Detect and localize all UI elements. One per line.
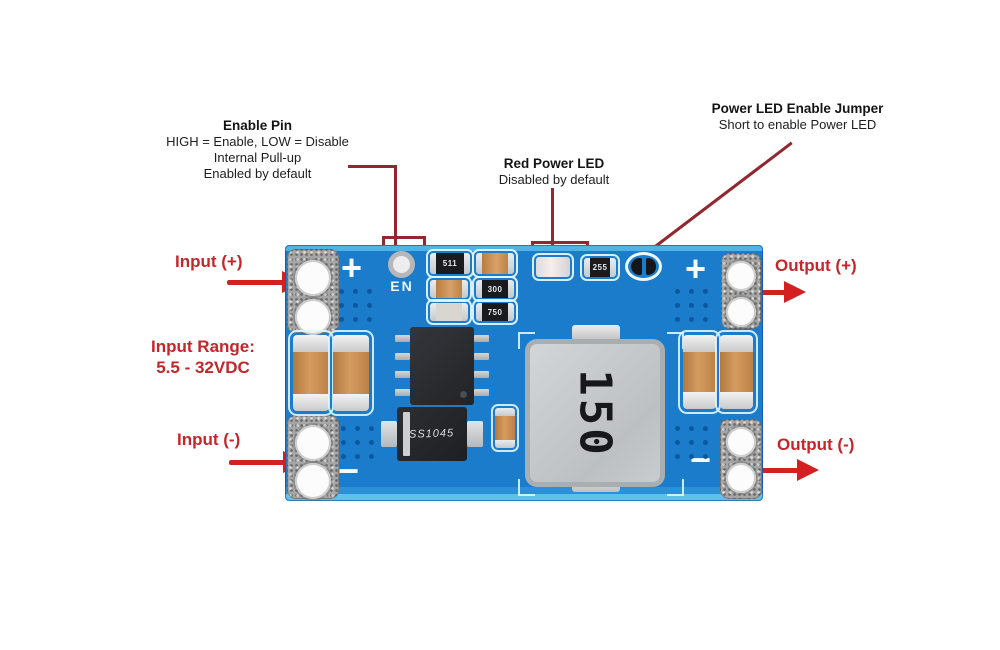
- callout-led-jumper-title: Power LED Enable Jumper: [711, 101, 884, 116]
- input-negative-hole-2: [295, 463, 331, 499]
- capacitor-smd-3: [426, 299, 472, 325]
- resistor-255: 255: [580, 254, 620, 281]
- input-capacitor-2: [328, 330, 374, 416]
- output-positive-hole-2: [726, 297, 756, 327]
- label-input-range-value: 5.5 - 32VDC: [156, 358, 250, 377]
- power-led-connector-line: [551, 188, 554, 260]
- regulator-ic: [395, 327, 489, 405]
- label-output-negative: Output (-): [777, 435, 855, 454]
- input-positive-hole-1: [295, 260, 331, 296]
- jumper-connector-line: [645, 141, 793, 255]
- callout-enable-pin-line3: Enabled by default: [203, 166, 312, 181]
- output-capacitor-2: [715, 330, 758, 414]
- via-cluster-4: [675, 426, 708, 459]
- resistor-255-label: 255: [590, 258, 610, 277]
- input-negative-pads: [287, 415, 339, 499]
- inductor-bracket-tl: [518, 332, 535, 349]
- callout-led-jumper-line1: Short to enable Power LED: [718, 117, 877, 132]
- enable-pin-silkscreen-label: EN: [390, 278, 414, 294]
- callout-enable-pin-line1: HIGH = Enable, LOW = Disable: [166, 134, 349, 149]
- resistor-300: 300: [472, 276, 518, 302]
- inductor-value-label: 150: [569, 368, 621, 458]
- via-cluster-3: [341, 426, 374, 459]
- label-output-positive: Output (+): [775, 256, 857, 275]
- enable-pin-pad: [388, 251, 415, 278]
- feedback-resistor: [491, 404, 519, 452]
- pcb-board: + + − − EN 511 300 750 255: [285, 245, 763, 501]
- capacitor-smd-2: [426, 276, 472, 302]
- schottky-diode: SS1045: [381, 407, 483, 461]
- output-positive-pads: [721, 253, 761, 329]
- output-plus-mark: +: [685, 248, 707, 289]
- callout-led-jumper: Power LED Enable Jumper Short to enable …: [685, 101, 910, 133]
- input-negative-hole-1: [295, 425, 331, 461]
- enable-pin-connector-line-vertical: [394, 165, 397, 250]
- power-inductor: 150: [525, 339, 665, 487]
- inductor-tab-top: [572, 325, 620, 341]
- resistor-300-label: 300: [482, 280, 508, 298]
- power-led: [532, 253, 574, 281]
- inductor-bracket-br: [667, 479, 684, 496]
- resistor-511-label: 511: [436, 253, 464, 274]
- callout-power-led: Red Power LED Disabled by default: [464, 156, 644, 188]
- output-capacitor-1: [678, 330, 721, 414]
- label-input-negative: Input (-): [177, 430, 241, 449]
- callout-enable-pin-line2: Internal Pull-up: [213, 150, 302, 165]
- input-capacitor-1: [288, 330, 334, 416]
- led-enable-jumper-pads: [625, 252, 662, 281]
- diode-label: SS1045: [409, 427, 455, 441]
- output-positive-hole-1: [726, 261, 756, 291]
- resistor-750-label: 750: [482, 303, 508, 321]
- input-minus-mark: −: [338, 450, 360, 491]
- callout-enable-pin: Enable Pin HIGH = Enable, LOW = Disable …: [120, 118, 395, 182]
- inductor-bracket-bl: [518, 479, 535, 496]
- callout-enable-pin-title: Enable Pin: [222, 118, 293, 133]
- via-cluster-1: [339, 289, 372, 322]
- resistor-750: 750: [472, 299, 518, 325]
- input-plus-mark: +: [341, 247, 363, 288]
- input-positive-hole-2: [295, 299, 331, 335]
- callout-power-led-title: Red Power LED: [503, 156, 605, 171]
- label-input-range-title: Input Range:: [151, 337, 255, 356]
- output-negative-hole-2: [726, 463, 756, 493]
- input-positive-pads: [287, 249, 339, 335]
- enable-pin-connector-line-horizontal: [348, 165, 397, 168]
- output-negative-pads: [720, 419, 762, 499]
- label-input-range: Input Range: 5.5 - 32VDC: [138, 336, 268, 378]
- output-minus-mark: −: [690, 439, 712, 480]
- resistor-511: 511: [426, 249, 474, 278]
- callout-power-led-line1: Disabled by default: [498, 172, 610, 187]
- label-input-positive: Input (+): [175, 252, 243, 271]
- via-cluster-2: [675, 289, 708, 322]
- capacitor-smd-1: [472, 249, 518, 278]
- inductor-bracket-tr: [667, 332, 684, 349]
- output-negative-hole-1: [726, 427, 756, 457]
